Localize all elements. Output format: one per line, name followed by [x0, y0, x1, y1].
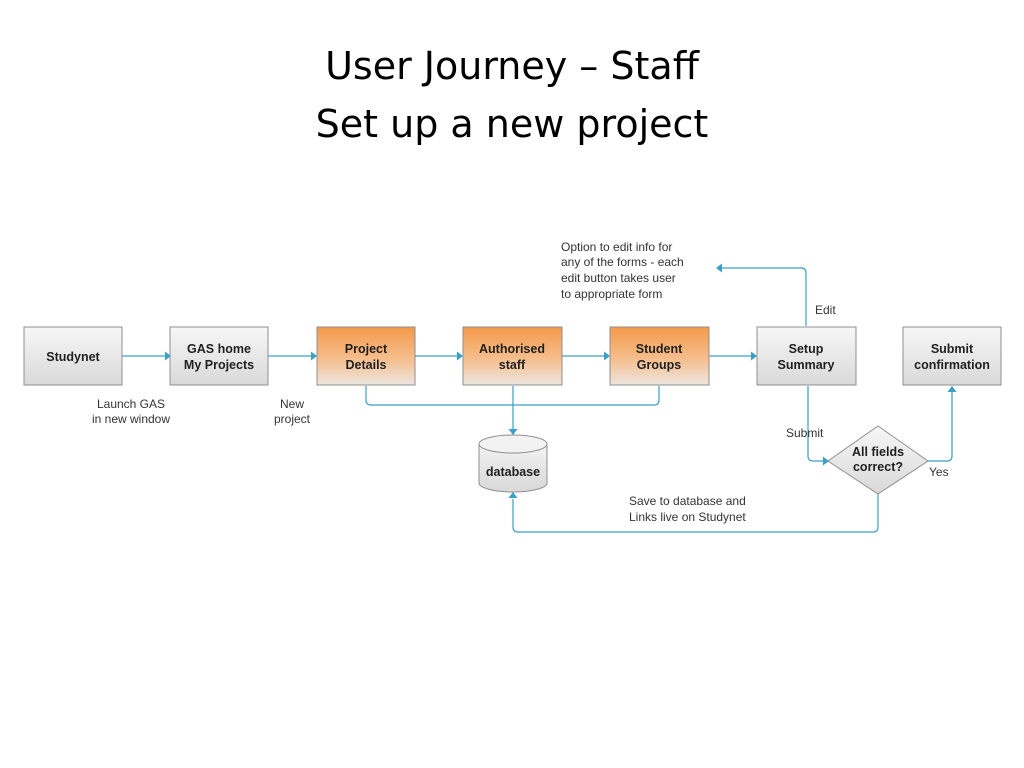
node-label: confirmation — [914, 358, 990, 372]
label-new-project: New project — [274, 397, 311, 426]
node-label: Setup — [789, 342, 824, 356]
arrowhead-authorised — [457, 351, 463, 361]
arrowhead-project-details — [311, 351, 317, 361]
arrowhead-confirmation — [947, 386, 957, 392]
node-authorised-staff: Authorised staff — [462, 326, 563, 386]
node-student-groups: Student Groups — [609, 326, 710, 386]
connector-edit — [722, 267, 807, 326]
arrowhead-database-bottom — [508, 492, 518, 498]
slide-subtitle: Set up a new project — [315, 102, 709, 146]
node-submit-confirmation: Submit confirmation — [902, 326, 1002, 386]
node-project-details: Project Details — [316, 326, 416, 386]
arrowhead-decision — [823, 456, 829, 466]
node-label: database — [486, 465, 540, 479]
arrowhead-database-top — [508, 429, 518, 435]
annotation-line: Links live on Studynet — [629, 510, 746, 524]
arrowhead-groups — [604, 351, 610, 361]
node-label: Project — [345, 342, 388, 356]
annotation-line: New — [280, 397, 304, 411]
annotation-line: any of the forms - each — [561, 255, 684, 269]
node-label: Studynet — [46, 350, 100, 364]
node-label: Details — [346, 358, 387, 372]
connectors — [122, 263, 957, 533]
node-setup-summary: Setup Summary — [756, 326, 857, 386]
node-label: GAS home — [187, 342, 251, 356]
annotation-line: project — [274, 412, 311, 426]
label-yes: Yes — [929, 465, 949, 479]
node-label: Submit — [931, 342, 974, 356]
node-studynet: Studynet — [23, 326, 123, 386]
annotation-line: to appropriate form — [561, 287, 662, 301]
connector-save-to-database — [512, 494, 879, 533]
node-label: Groups — [637, 358, 681, 372]
node-decision: All fields correct? — [827, 425, 929, 495]
connector-submit — [807, 386, 824, 462]
annotation-line: edit button takes user — [561, 271, 676, 285]
node-label: Authorised — [479, 342, 545, 356]
slide-title: User Journey – Staff — [325, 44, 699, 88]
node-gas-home: GAS home My Projects — [169, 326, 269, 386]
label-launch-gas: Launch GAS in new window — [92, 397, 170, 426]
node-label: correct? — [853, 460, 903, 474]
annotation-line: Save to database and — [629, 494, 746, 508]
node-label: My Projects — [184, 358, 254, 372]
node-database: database — [478, 434, 548, 493]
label-save-to-database: Save to database and Links live on Study… — [629, 494, 746, 524]
arrowhead-gas — [165, 351, 171, 361]
node-label: staff — [499, 358, 526, 372]
annotation-line: Option to edit info for — [561, 240, 672, 254]
label-submit: Submit — [786, 426, 824, 440]
label-edit-option: Option to edit info for any of the forms… — [561, 240, 684, 301]
annotation-line: Launch GAS — [97, 397, 165, 411]
node-label: Student — [636, 342, 683, 356]
node-label: All fields — [852, 445, 904, 459]
arrowhead-summary — [751, 351, 757, 361]
arrowhead-edit — [716, 263, 722, 273]
connector-yes — [927, 392, 953, 462]
annotation-line: in new window — [92, 412, 170, 426]
label-edit: Edit — [815, 303, 836, 317]
node-label: Summary — [778, 358, 835, 372]
